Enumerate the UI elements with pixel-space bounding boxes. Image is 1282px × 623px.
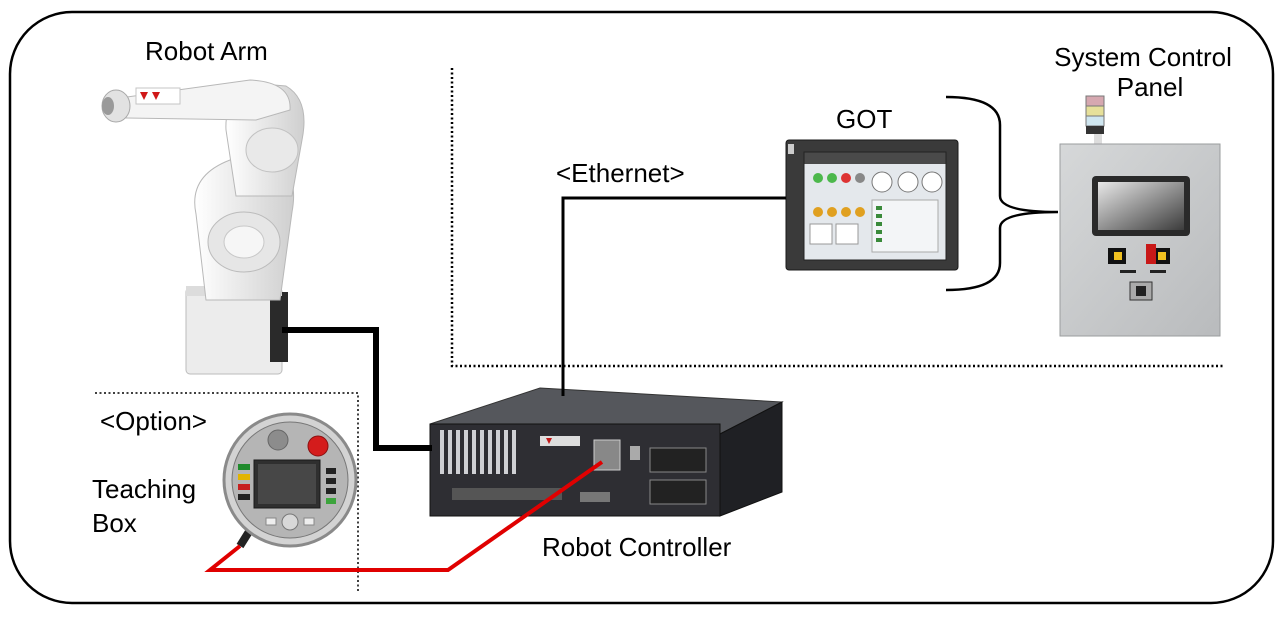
got-image <box>785 139 959 271</box>
option-label: <Option> <box>100 406 207 436</box>
system-control-panel-image <box>1059 95 1221 337</box>
system-control-panel-label-line1: System Control <box>1054 42 1232 72</box>
got-label: GOT <box>836 104 893 134</box>
ethernet-label: <Ethernet> <box>556 158 685 188</box>
ethernet-cable <box>561 196 786 396</box>
teaching-box-image <box>222 412 358 549</box>
system-control-panel-label-line2: Panel <box>1116 72 1184 102</box>
option-region-border <box>95 392 359 592</box>
robot-arm-cable <box>282 327 432 451</box>
robot-arm-image <box>101 79 305 375</box>
robot-controller-image <box>429 387 784 517</box>
network-region-border <box>450 68 1225 368</box>
got-brace <box>945 95 1059 292</box>
robot-arm-label: Robot Arm <box>145 36 268 66</box>
teaching-box-cable <box>204 460 604 572</box>
robot-controller-label: Robot Controller <box>542 532 732 562</box>
teaching-box-label-line2: Box <box>92 508 137 538</box>
teaching-box-label-line1: Teaching <box>92 474 197 504</box>
outer-frame <box>8 10 1275 605</box>
